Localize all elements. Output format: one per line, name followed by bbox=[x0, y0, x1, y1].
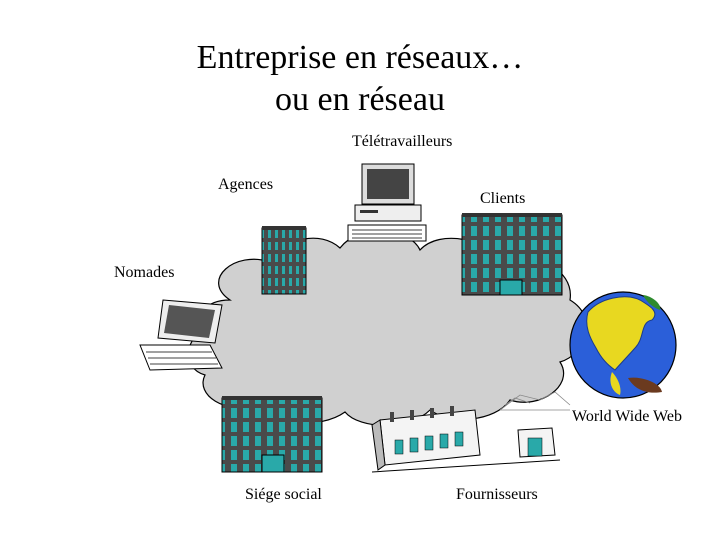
label-www: World Wide Web bbox=[572, 408, 682, 425]
label-fournisseurs: Fournisseurs bbox=[456, 486, 538, 503]
slide-title-line2: ou en réseau bbox=[275, 81, 445, 118]
slide-title-line1: Entreprise en réseaux… bbox=[196, 39, 524, 76]
laptop-icon bbox=[139, 299, 223, 371]
campus-drawing-icon bbox=[499, 391, 571, 411]
siege-building-icon bbox=[221, 396, 323, 473]
label-clients: Clients bbox=[480, 190, 526, 207]
clients-building-icon bbox=[461, 213, 563, 296]
label-nomades: Nomades bbox=[114, 264, 175, 281]
label-agences: Agences bbox=[218, 176, 274, 193]
agences-building-icon bbox=[261, 226, 307, 295]
desktop-computer-icon bbox=[347, 163, 427, 242]
warehouse-icon bbox=[371, 406, 561, 473]
label-siege-social: Siége social bbox=[245, 486, 322, 503]
label-teletravailleurs: Télétravailleurs bbox=[352, 133, 453, 150]
globe-icon bbox=[569, 291, 677, 399]
